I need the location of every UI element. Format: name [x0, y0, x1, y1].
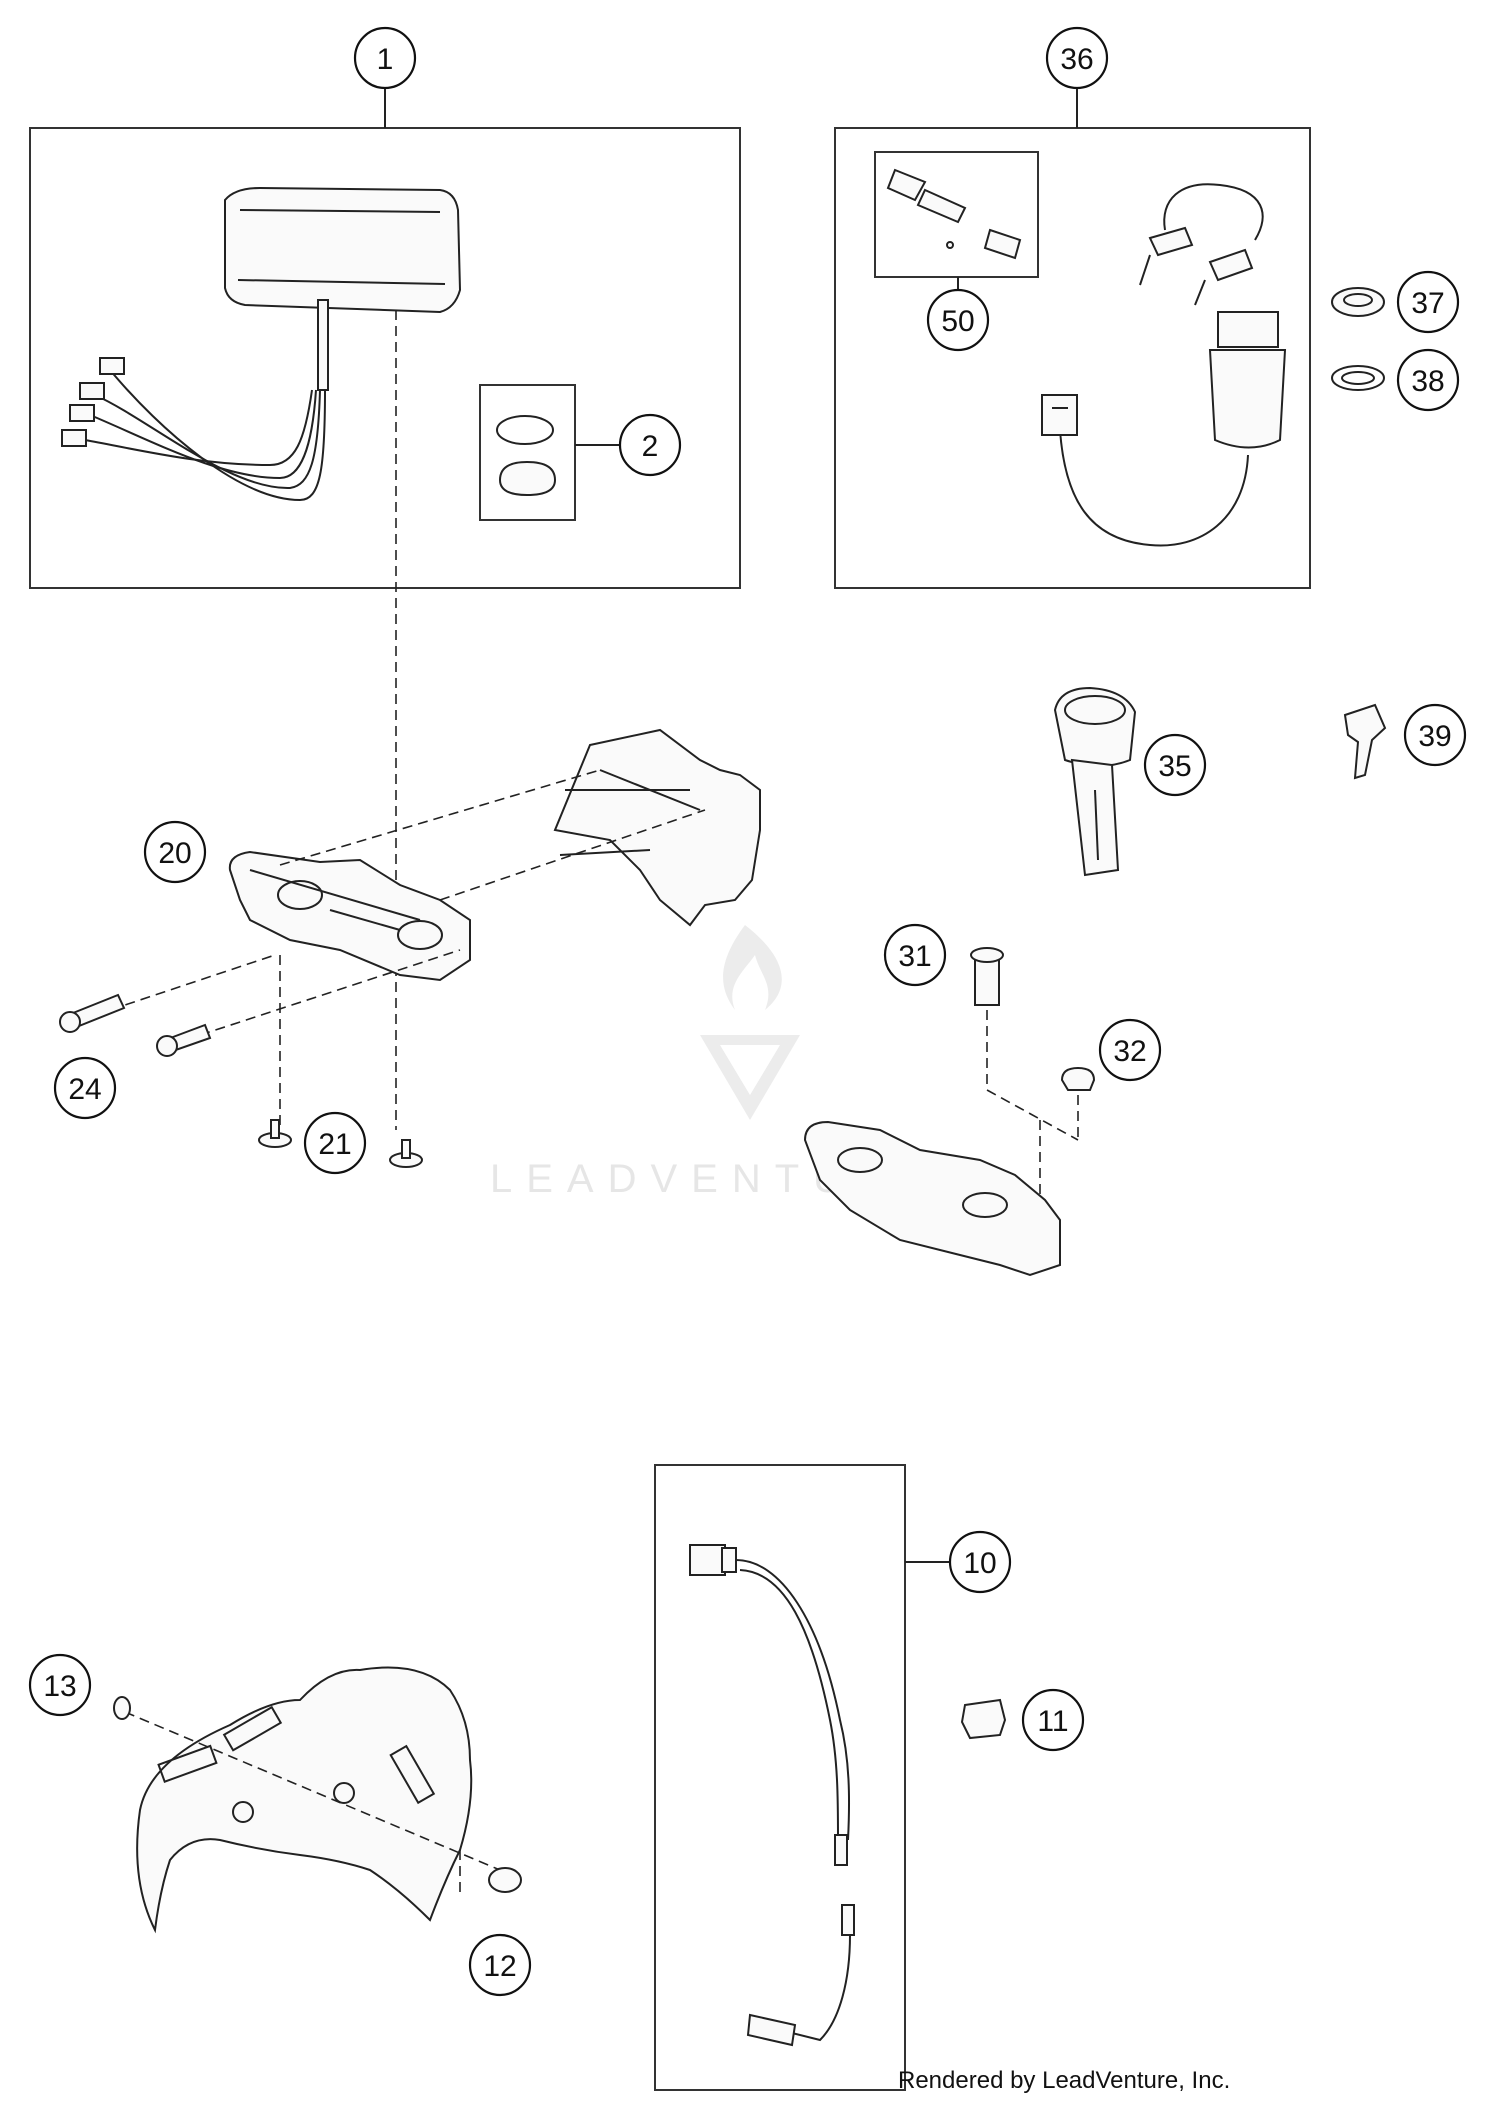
- ignition-switch-part: [1217, 311, 1279, 348]
- svg-text:12: 12: [483, 1950, 516, 1983]
- sensor-cable-connector-part: [689, 1544, 726, 1576]
- nut-12-part: [488, 1867, 522, 1893]
- svg-text:36: 36: [1060, 43, 1093, 76]
- callout-2: 2: [618, 413, 682, 477]
- cable-assembly: [654, 1464, 950, 2091]
- key-blank-part: [1343, 703, 1387, 780]
- switch-cover-35: [1053, 686, 1137, 877]
- svg-text:21: 21: [318, 1128, 351, 1161]
- render-credit: Rendered by LeadVenture, Inc.: [898, 2067, 1231, 2094]
- callout-10: 10: [948, 1530, 1012, 1594]
- svg-text:31: 31: [898, 940, 931, 973]
- assembly-box-2: [479, 384, 576, 521]
- wiring-harness-part: [109, 369, 326, 502]
- callout-24: 24: [53, 1056, 117, 1120]
- callout-1: 1: [353, 26, 417, 90]
- key-blank-39: [1343, 703, 1387, 780]
- svg-text:39: 39: [1418, 720, 1451, 753]
- svg-text:13: 13: [43, 1670, 76, 1703]
- svg-text:1: 1: [377, 43, 394, 76]
- rivet-part: [113, 1696, 131, 1720]
- handlebar-bracket-assembly: [59, 728, 761, 1168]
- svg-text:38: 38: [1411, 365, 1444, 398]
- rings-37-38: [1331, 287, 1385, 391]
- callout-50: 50: [926, 288, 990, 352]
- callout-36: 36: [1045, 26, 1109, 90]
- dashboard-display-part: [224, 186, 462, 314]
- callout-32: 32: [1098, 1018, 1162, 1082]
- washer-part: [1331, 365, 1385, 391]
- svg-text:35: 35: [1158, 750, 1191, 783]
- bracket-sub-assembly: [803, 947, 1096, 1277]
- svg-text:32: 32: [1113, 1035, 1146, 1068]
- svg-text:50: 50: [941, 305, 974, 338]
- callout-38: 38: [1396, 348, 1460, 412]
- callout-39: 39: [1403, 703, 1467, 767]
- svg-text:37: 37: [1411, 287, 1444, 320]
- watermark-flame-icon: [723, 925, 782, 1010]
- callout-11: 11: [1021, 1688, 1085, 1752]
- dashboard-assembly: [29, 88, 741, 1130]
- callout-12: 12: [468, 1933, 532, 1997]
- callout-31: 31: [883, 923, 947, 987]
- callout-13: 13: [28, 1653, 92, 1717]
- rear-bracket-part: [553, 728, 761, 927]
- svg-text:20: 20: [158, 837, 191, 870]
- nut-part: [1331, 287, 1385, 317]
- callout-35: 35: [1143, 733, 1207, 797]
- clip-11: [960, 1698, 1007, 1740]
- brake-disc-assembly: [113, 1666, 522, 1934]
- callout-20: 20: [143, 820, 207, 884]
- key-part: [1163, 183, 1264, 241]
- svg-text:11: 11: [1037, 1705, 1068, 1738]
- brake-disc-part: [136, 1666, 473, 1934]
- cover-part: [1053, 686, 1137, 767]
- callouts: 1 2 36 37 38 50 35 39: [28, 26, 1467, 1997]
- svg-text:10: 10: [963, 1547, 996, 1580]
- clip-part: [960, 1698, 1007, 1740]
- pin-part: [974, 954, 1000, 1006]
- lower-bracket-part: [803, 1120, 1061, 1277]
- svg-text:24: 24: [68, 1073, 101, 1106]
- callout-21: 21: [303, 1111, 367, 1175]
- assembly-box-10: [654, 1464, 906, 2091]
- ignition-assembly: [834, 88, 1311, 589]
- callout-37: 37: [1396, 270, 1460, 334]
- assembly-box-50: [874, 151, 1039, 278]
- assembly-box-36: [834, 127, 1311, 589]
- watermark-v-icon: [700, 1035, 800, 1120]
- svg-text:2: 2: [642, 430, 659, 463]
- sensor-cable-part: [735, 1559, 851, 1841]
